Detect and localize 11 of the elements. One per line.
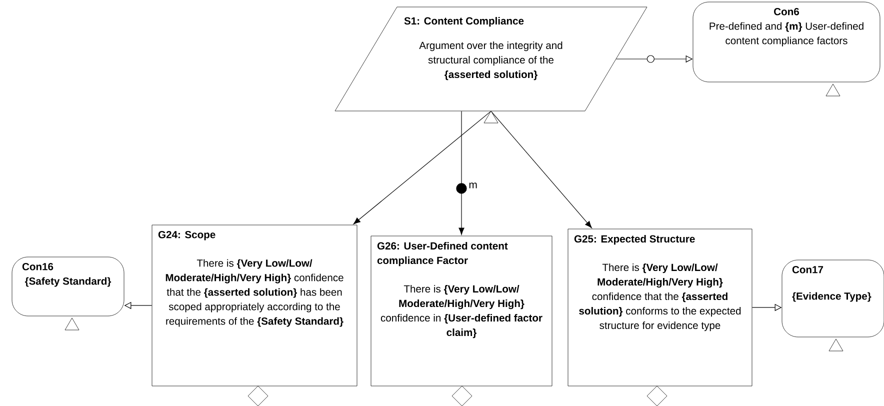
context-box: Con6 Pre-defined and {m} User-defined content compliance factors xyxy=(692,2,880,82)
context-box: Con16 {Safety Standard} xyxy=(12,256,124,316)
arrow xyxy=(490,110,592,228)
strategy-parallelogram: S1: Content Compliance Argument over the integrity and structural compliance of the {asserted solution} xyxy=(334,6,648,112)
arrow xyxy=(353,110,492,224)
goal-box: G26: User-Defined content compliance Factor There is {Very Low/Low/ Moderate/High/Very High} confidence in {User-defined factor claim} xyxy=(370,236,552,386)
arrow xyxy=(456,110,467,235)
context-box: Con17 {Evidence Type} xyxy=(782,260,884,338)
goal-box: G24: Scope There is {Very Low/Low/ Moderate/High/Very High} confidence that the {asserted solution} has been scoped appropriately according to the requirements of the {Safety Standard} xyxy=(152,224,358,386)
edge-label: m xyxy=(468,182,478,190)
goal-box: G25: Expected Structure There is {Very Low/Low/ Moderate/High/Very High} confidence that the {asserted solution} conforms to the expected structure for evidence type xyxy=(568,228,752,386)
